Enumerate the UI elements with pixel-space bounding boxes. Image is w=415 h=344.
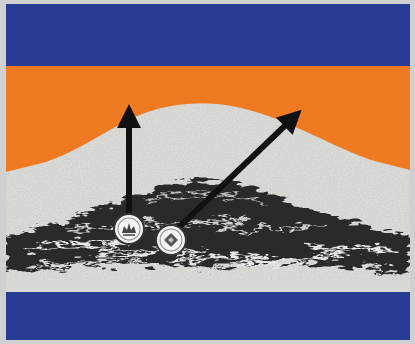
bottom-blue-band [6, 292, 410, 340]
flower-marker-icon [114, 214, 144, 244]
illustration [6, 4, 410, 340]
diamond-marker-icon [156, 225, 186, 255]
illustration-canvas [6, 4, 410, 340]
top-blue-band [6, 4, 410, 66]
